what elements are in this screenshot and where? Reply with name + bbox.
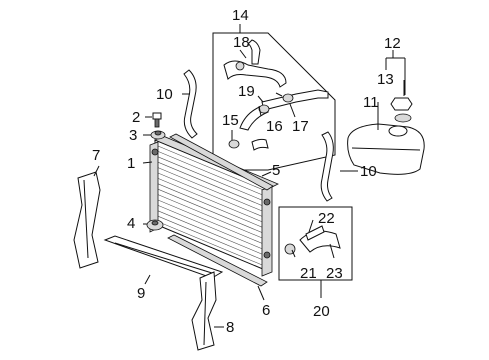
upper-mount-bushing	[150, 130, 166, 140]
callout-17: 17	[292, 118, 309, 135]
lower-air-guide	[191, 271, 217, 351]
radiator-fin	[157, 210, 267, 257]
callout-15: 15	[222, 112, 239, 129]
callout-22: 22	[318, 210, 335, 227]
leader-lines	[93, 49, 405, 328]
upper-seal-strip	[169, 133, 274, 191]
callout-1: 1	[127, 155, 135, 172]
radiator-fin	[157, 199, 267, 246]
callout-11: 11	[363, 94, 379, 111]
callout-10-left: 10	[156, 86, 173, 103]
mount-bolt	[152, 112, 162, 128]
callout-4: 4	[127, 215, 135, 232]
callout-5: 5	[272, 162, 280, 179]
radiator-fin	[157, 194, 267, 240]
left-overflow-hose	[183, 69, 198, 139]
callout-23: 23	[326, 265, 343, 282]
lower-seal-strip	[167, 234, 268, 287]
callout-10-right: 10	[360, 163, 377, 180]
radiator-fin	[157, 188, 267, 235]
callout-21: 21	[300, 265, 317, 282]
radiator-fin	[157, 167, 267, 213]
callout-9: 9	[137, 285, 145, 302]
callout-6: 6	[262, 302, 270, 319]
hose-set-box	[278, 206, 353, 281]
tank-cap	[390, 97, 413, 123]
callout-13: 13	[377, 71, 394, 88]
upper-hose-assembly	[223, 39, 329, 151]
callout-14: 14	[232, 7, 249, 24]
callout-16: 16	[266, 118, 283, 135]
callout-8: 8	[226, 319, 234, 336]
radiator-fin	[157, 172, 267, 219]
left-air-guide	[73, 171, 101, 269]
radiator-fin	[157, 205, 267, 251]
callout-20: 20	[313, 303, 330, 320]
radiator-fin	[157, 183, 267, 230]
radiator-fin	[157, 161, 267, 208]
radiator-fin	[157, 156, 267, 203]
radiator-fin	[157, 221, 267, 267]
radiator-fin	[157, 215, 267, 262]
radiator-fin	[157, 178, 267, 224]
right-overflow-hose	[320, 131, 334, 202]
callout-2: 2	[132, 109, 140, 126]
callout-7: 7	[92, 147, 100, 164]
callout-18: 18	[233, 34, 250, 51]
lower-mount-bushing	[146, 219, 164, 231]
expansion-tank	[347, 123, 425, 175]
callout-19: 19	[238, 83, 255, 100]
callout-3: 3	[129, 127, 137, 144]
callout-12: 12	[384, 35, 401, 52]
radiator-fin	[157, 151, 267, 197]
radiator-fin	[157, 145, 267, 192]
